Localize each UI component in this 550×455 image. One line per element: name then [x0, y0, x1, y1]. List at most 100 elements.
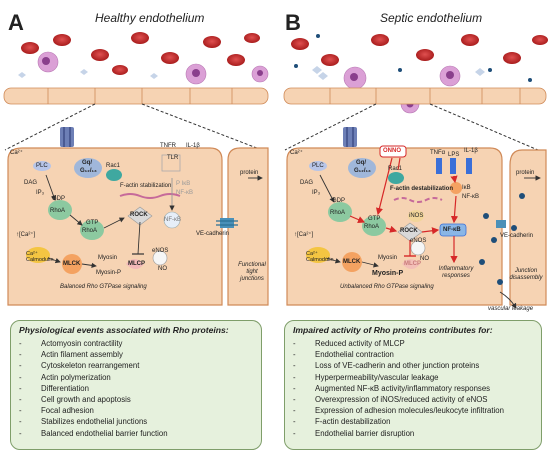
- red-blood-cell: [461, 34, 479, 46]
- calmodulin-label: Ca²⁺ Calmodulin: [306, 251, 334, 263]
- panel-b-title: Septic endothelium: [380, 11, 483, 25]
- no-label: NO: [158, 266, 167, 272]
- calmodulin: [306, 247, 330, 263]
- onno-box: [379, 145, 407, 158]
- receptor-cluster: [60, 127, 74, 147]
- calmodulin: [26, 247, 50, 263]
- il1b-label: IL-1β: [464, 148, 478, 154]
- mlcp-node: [402, 259, 420, 269]
- rhoa-gtp: [80, 220, 104, 240]
- enos-node: [152, 250, 168, 266]
- calcium-influx-label: ↑[Ca²⁺]: [16, 232, 36, 238]
- list-item: -Actin filament assembly: [19, 350, 123, 360]
- red-blood-cell: [91, 49, 109, 61]
- plc-label: PLC: [312, 163, 324, 169]
- tnfr-tlr-receptors: [161, 154, 181, 172]
- nfkb-small-label: NF-κB: [462, 194, 479, 200]
- inos-label: iNOS: [409, 213, 424, 219]
- impaired-activity-box: Impaired activity of Rho proteins contri…: [284, 320, 542, 450]
- platelet-aggregate: [475, 68, 485, 76]
- nfkb-node: [163, 211, 181, 229]
- no-label: NO: [420, 256, 429, 262]
- onno-label: ONNO: [383, 148, 401, 154]
- mlck-label: MLCK: [63, 261, 81, 267]
- panel-a-letter: A: [8, 10, 24, 35]
- list-item: -Focal adhesion: [19, 406, 94, 416]
- red-blood-cell: [161, 52, 179, 64]
- rhoa-gdp: [328, 202, 352, 222]
- pathway-illustration: [3, 32, 548, 309]
- rock-label: ROCK: [400, 228, 418, 234]
- enos-node: [410, 240, 426, 256]
- endothelial-cell-row: [283, 87, 547, 105]
- calmodulin-label: Ca²⁺ Calmodulin: [26, 251, 54, 263]
- endothelial-cell-row: [3, 87, 269, 105]
- inos-node: [408, 210, 424, 222]
- gq-protein: [74, 158, 102, 178]
- list-item: -F-actin destabilization: [293, 417, 391, 427]
- tnf-receptor: [436, 158, 442, 174]
- il1b-receptor: [466, 158, 472, 174]
- list-item: -Hyperpermeability/vascular leakage: [293, 372, 439, 382]
- events-list: -Actomyosin contractility -Actin filamen…: [19, 338, 255, 439]
- list-item: -Reduced activity of MLCP: [293, 339, 405, 348]
- red-blood-cell: [21, 42, 39, 54]
- list-item: -Loss of VE-cadherin and other junction …: [293, 361, 480, 371]
- red-blood-cell: [131, 32, 149, 44]
- dag-label: DAG: [300, 180, 314, 186]
- list-item: -Stabilizes endothelial junctions: [19, 417, 148, 427]
- red-blood-cell: [503, 52, 521, 64]
- receptor-cluster: [343, 127, 357, 147]
- box-title: Physiological events associated with Rho…: [19, 325, 229, 335]
- rhoa-gtp-label: RhoA: [82, 228, 98, 234]
- mlck-node: [62, 254, 82, 274]
- gq-protein: [348, 158, 376, 178]
- gdp-label: GDP: [332, 198, 346, 204]
- functional-junctions-label: Functional tight junctions: [238, 262, 266, 282]
- myosin-p-label: Myosin-P: [96, 270, 122, 276]
- ve-cadherin-junction: [220, 218, 234, 228]
- myosin-label: Myosin: [378, 255, 398, 261]
- red-blood-cell: [112, 65, 128, 75]
- list-item: -Cytoskeleton rearrangement: [19, 361, 140, 371]
- list-item: -Endothelial contraction: [293, 350, 394, 360]
- list-item: -Endothelial barrier disruption: [293, 428, 415, 438]
- calcium-label: Ca²⁺: [290, 150, 303, 156]
- rac1-label: Rac1: [388, 166, 403, 172]
- rhoa-gdp: [48, 200, 72, 220]
- f-actin: [119, 193, 181, 199]
- physiological-events-box: Physiological events associated with Rho…: [10, 320, 262, 450]
- rhoa-gdp-label: RhoA: [330, 210, 346, 216]
- box-title: Impaired activity of Rho proteins contri…: [293, 325, 493, 335]
- rac1-label: Rac1: [106, 163, 121, 169]
- dag-label: DAG: [24, 180, 38, 186]
- platelet: [150, 73, 158, 79]
- panel-a-vessel: [3, 32, 269, 151]
- panel-b-letter: B: [285, 10, 301, 35]
- ip3-label: IP₃: [36, 190, 45, 196]
- nfkb-box: [439, 223, 467, 237]
- red-blood-cell: [203, 36, 221, 48]
- plc-label: PLC: [36, 163, 48, 169]
- platelet: [18, 72, 26, 78]
- ve-cadherin-junction: [496, 220, 506, 228]
- gtp-label: GTP: [368, 216, 381, 222]
- plc-shape: [309, 161, 327, 171]
- panel-b-vessel: [283, 34, 548, 151]
- balanced-signaling-label: Balanced Rho GTPase signaling: [60, 284, 147, 290]
- list-item: -Augmented NF-κB activity/inflammatory r…: [293, 383, 491, 393]
- rac1-protein: [106, 169, 122, 181]
- red-blood-cell: [371, 34, 389, 46]
- tnfr-label: TNFR: [160, 143, 176, 149]
- tlr-label: TLR: [167, 155, 179, 161]
- mlcp-node: [126, 259, 144, 269]
- panel-a-cell: [7, 127, 269, 306]
- protein-label: protein: [240, 170, 259, 176]
- mlck-node: [342, 252, 362, 272]
- f-actin: [393, 197, 443, 203]
- lps-receptor: [450, 158, 456, 174]
- gq-label: Gq/: [82, 160, 92, 166]
- enos-label: eNOS: [152, 248, 169, 254]
- list-item: -Actin polymerization: [19, 372, 111, 382]
- nfkb-label: NF-κB: [164, 217, 181, 223]
